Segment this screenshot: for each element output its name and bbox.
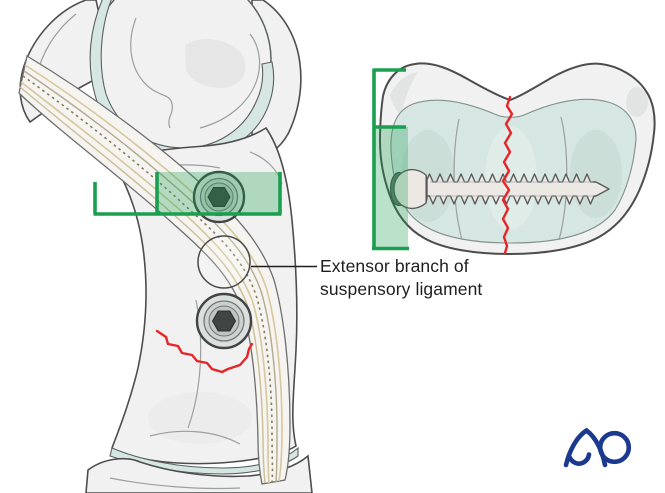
ligament-highlight-circle bbox=[197, 235, 251, 289]
annotation-line-1: Extensor branch of bbox=[320, 256, 469, 276]
fracture-line-axial bbox=[501, 95, 514, 255]
lag-screw-axial bbox=[389, 168, 610, 210]
annotation-line-2: suspensory ligament bbox=[320, 279, 483, 299]
suspensory-ligament-extensor-branch bbox=[18, 54, 291, 485]
metacarpal-condyle bbox=[90, 0, 272, 151]
screw-head bbox=[393, 168, 428, 210]
axial-view bbox=[372, 62, 656, 256]
ao-logo-letter-a-curl bbox=[566, 452, 592, 466]
ligament-annotation-label: Extensor branch of suspensory ligament bbox=[320, 255, 540, 301]
ao-logo-letter-o bbox=[597, 430, 632, 465]
middle-phalanx bbox=[85, 454, 313, 493]
ao-logo bbox=[563, 427, 632, 468]
hex-socket-icon bbox=[207, 187, 231, 207]
articular-cartilage bbox=[390, 98, 637, 244]
fracture-line-lateral bbox=[155, 329, 254, 374]
screw-zone-overlay-lateral bbox=[93, 172, 282, 216]
hex-socket-icon bbox=[211, 310, 237, 332]
screw-zone-overlay-axial bbox=[372, 68, 409, 251]
lower-lag-screw-head bbox=[195, 292, 253, 350]
lateral-view bbox=[18, 0, 317, 493]
